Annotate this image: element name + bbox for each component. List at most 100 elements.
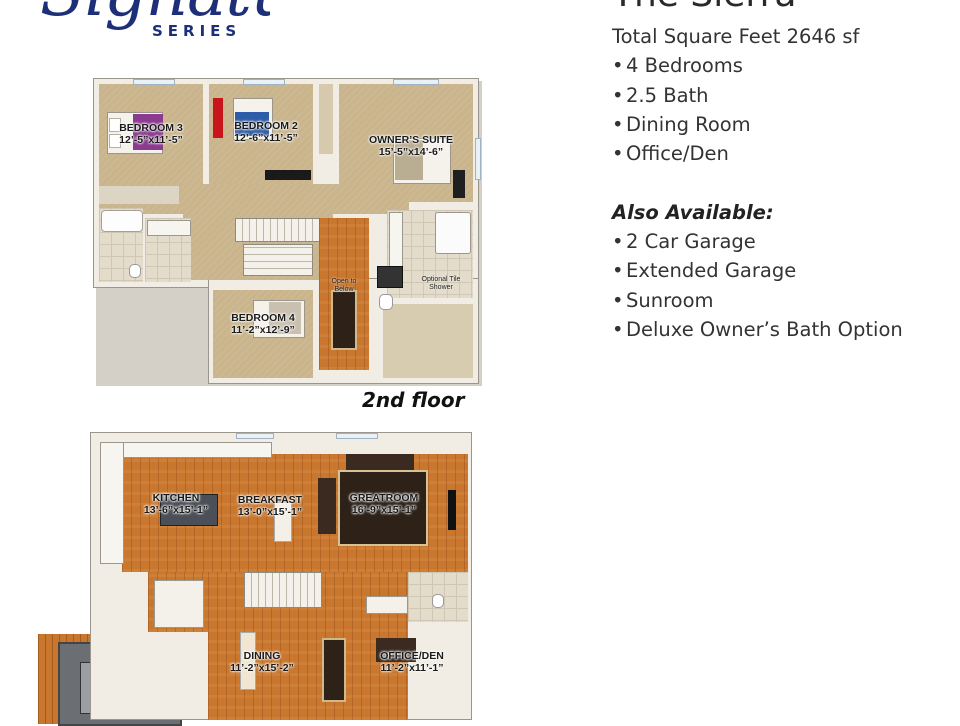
feature-label: Dining Room: [626, 112, 751, 136]
room-name: BREAKFAST: [237, 494, 303, 506]
toilet: [129, 264, 141, 278]
room-name: KITCHEN: [152, 492, 200, 504]
stairs: [235, 218, 329, 242]
window: [336, 433, 378, 439]
greatroom-label: GREATROOM 16’-9”x15’-1”: [338, 492, 430, 516]
pillow: [109, 118, 121, 132]
logo-script-text: Signature: [40, 0, 270, 31]
room-name: OWNER’S SUITE: [368, 134, 453, 146]
sofa-left: [318, 478, 336, 534]
option-label: Sunroom: [626, 288, 714, 312]
blanket-owners: [395, 140, 423, 180]
signature-series-logo: Signature SERIES: [0, 0, 270, 48]
optional-shower-note: Optional Tile Shower: [421, 276, 461, 291]
logo-series-text: SERIES: [152, 22, 242, 40]
also-available-heading: Also Available:: [612, 200, 774, 224]
foyer-rug: [331, 290, 357, 350]
hall-runner: [322, 638, 346, 702]
window: [236, 433, 274, 439]
office-desk: [376, 638, 416, 662]
blanket-bedroom-4: [269, 302, 301, 334]
stairs: [244, 572, 322, 608]
room-dims: 11’-2”x12’-9”: [231, 324, 295, 336]
total-square-feet: Total Square Feet 2646 sf: [612, 25, 860, 48]
owners-tub: [435, 212, 471, 254]
owners-suite-label: OWNER’S SUITE 15’-5”x14’-6”: [361, 134, 461, 158]
room-dims: 12’-5”x11’-5”: [119, 134, 183, 146]
office-den-label: OFFICE/DEN 11’-2”x11’-1”: [366, 650, 458, 674]
feature-item: •Dining Room: [612, 110, 952, 139]
dresser: [453, 170, 465, 198]
room-dims: 15’-5”x14’-6”: [378, 146, 444, 158]
feature-item: •Office/Den: [612, 139, 952, 168]
room-dims: 11’-2”x15’-2”: [230, 662, 294, 674]
room-dims: 13’-0”x15’-1”: [237, 506, 303, 518]
dining-table: [240, 632, 256, 690]
feature-item: •4 Bedrooms: [612, 51, 952, 80]
option-item: •Sunroom: [612, 286, 952, 315]
window: [243, 79, 285, 85]
greatroom-rug: [338, 470, 428, 546]
bedroom-4-label: BEDROOM 4 11’-2”x12’-9”: [217, 312, 309, 336]
stairs-landing: [243, 244, 313, 276]
sofa-top: [346, 454, 414, 470]
bedroom-2-label: BEDROOM 2 12’-6”x11’-5”: [221, 120, 311, 144]
room-name: BEDROOM 2: [234, 120, 298, 132]
double-vanity: [147, 220, 191, 236]
stove-appliance: [377, 266, 403, 288]
room-dims: 11’-2”x11’-1”: [380, 662, 444, 674]
room-name: GREATROOM: [349, 492, 419, 504]
breakfast-table: [274, 502, 292, 542]
bullet-icon: •: [612, 112, 624, 136]
kitchen-label: KITCHEN 13’-6”x15’-1”: [130, 492, 222, 516]
bedroom-3-label: BEDROOM 3 12’-5”x11’-5”: [107, 122, 195, 146]
bullet-icon: •: [612, 83, 624, 107]
feature-label: Office/Den: [626, 142, 729, 166]
room-name: OFFICE/DEN: [380, 650, 444, 662]
walk-in-closet: [383, 304, 473, 378]
spacer: [612, 168, 952, 197]
option-item: •2 Car Garage: [612, 227, 952, 256]
room-name: DINING: [243, 650, 281, 662]
bullet-icon: •: [612, 259, 624, 283]
bullet-icon: •: [612, 142, 624, 166]
room-dims: 16’-9”x15’-1”: [351, 504, 417, 516]
room-dims: 12’-6”x11’-5”: [234, 132, 298, 144]
closet-b3: [99, 186, 179, 204]
bullet-icon: •: [612, 317, 624, 341]
window: [475, 138, 481, 180]
bedroom-2: [209, 84, 313, 184]
kitchen-island: [160, 494, 218, 526]
dining-label: DINING 11’-2”x15’-2”: [216, 650, 308, 674]
blanket-bedroom-2: [235, 112, 269, 136]
option-item: •Extended Garage: [612, 256, 952, 285]
open-to-below-note: Open to Below: [331, 278, 357, 293]
breakfast-label: BREAKFAST 13’-0”x15’-1”: [224, 494, 316, 518]
room-name: BEDROOM 4: [231, 312, 295, 324]
feature-label: 4 Bedrooms: [626, 54, 743, 78]
second-floor-caption: 2nd floor: [362, 388, 465, 412]
room-dims: 13’-6”x15’-1”: [143, 504, 209, 516]
option-label: Deluxe Owner’s Bath Option: [626, 317, 903, 341]
blanket-bedroom-3: [133, 114, 163, 150]
red-dresser: [213, 98, 223, 138]
half-bath-toilet: [432, 594, 444, 608]
window: [393, 79, 439, 85]
tv-stand: [265, 170, 311, 180]
bullet-icon: •: [612, 230, 624, 254]
tv: [448, 490, 456, 530]
room-name: BEDROOM 3: [119, 122, 183, 134]
kitchen-counter-left: [100, 442, 124, 564]
closet-b2: [319, 84, 333, 154]
first-floor-plan: KITCHEN 13’-6”x15’-1” BREAKFAST 13’-0”x1…: [36, 432, 472, 726]
bullet-icon: •: [612, 54, 624, 78]
option-label: Extended Garage: [626, 259, 797, 283]
mudroom-bench: [154, 580, 204, 628]
option-item: •Deluxe Owner’s Bath Option: [612, 315, 952, 344]
pillow: [109, 134, 121, 148]
office-shelves: [366, 596, 408, 614]
bathtub: [101, 210, 143, 232]
second-floor-plan: Open to Below BEDROOM 3 12’-5”x11’-5” BE…: [93, 78, 482, 386]
feature-label: 2.5 Bath: [626, 83, 709, 107]
window: [133, 79, 175, 85]
